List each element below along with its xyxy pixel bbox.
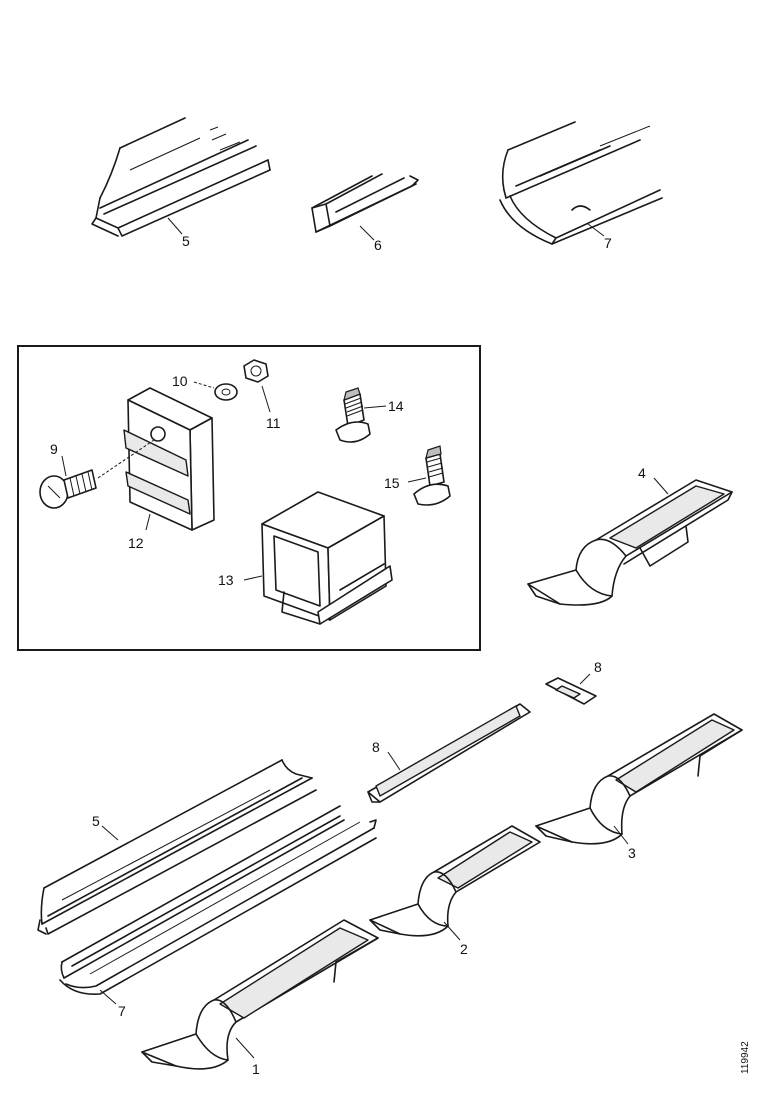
drawing-code: 119942: [740, 1041, 751, 1074]
callout-8-plate: 8: [594, 659, 602, 675]
profile-5-bottom: [37, 759, 317, 935]
leader-3: [613, 825, 629, 845]
hardware-kit-frame: [17, 345, 481, 651]
leader-9-axis: [97, 439, 155, 479]
tray-4: [527, 479, 733, 606]
leader-8-rail: [387, 751, 401, 771]
callout-4: 4: [638, 465, 646, 481]
rail-8: [367, 703, 531, 803]
callout-15: 15: [384, 475, 400, 491]
screw-9: [39, 469, 97, 509]
callout-6-top: 6: [374, 237, 382, 253]
profile-5-top: [91, 117, 271, 237]
plate-8: [545, 677, 597, 705]
callout-8-rail: 8: [372, 739, 380, 755]
leader-7-top: [587, 223, 605, 237]
leader-13: [243, 575, 263, 581]
callout-14: 14: [388, 398, 404, 414]
callout-5-bottom: 5: [92, 813, 100, 829]
tray-1: [141, 919, 379, 1070]
callout-11: 11: [266, 415, 281, 431]
leader-6-top: [359, 225, 375, 241]
screw-14: [335, 387, 371, 443]
leader-14: [363, 405, 387, 409]
leader-10: [193, 381, 215, 389]
callout-7-bottom: 7: [118, 1003, 126, 1019]
washer-10: [214, 383, 238, 401]
leader-5-top: [167, 217, 183, 235]
clamp-block-12: [123, 387, 215, 531]
callout-13: 13: [218, 572, 234, 588]
leader-12: [145, 513, 151, 531]
leader-7-bottom: [99, 989, 117, 1005]
tray-3: [535, 713, 743, 845]
callout-12: 12: [128, 535, 144, 551]
leader-8-plate: [579, 673, 591, 685]
profile-6-top: [311, 173, 419, 233]
leader-15: [407, 477, 427, 483]
leader-2: [443, 921, 461, 941]
leader-5-bottom: [101, 825, 119, 841]
screw-15: [413, 445, 451, 506]
leader-4: [653, 477, 669, 495]
profile-7-top: [499, 121, 663, 245]
callout-1: 1: [252, 1061, 260, 1077]
leader-11: [261, 385, 271, 413]
callout-9: 9: [50, 441, 58, 457]
profile-7-bottom: [59, 805, 377, 996]
callout-5-top: 5: [182, 233, 190, 249]
callout-3: 3: [628, 845, 636, 861]
callout-10: 10: [172, 373, 188, 389]
bracket-13: [261, 491, 393, 625]
leader-9: [61, 455, 67, 477]
callout-7-top: 7: [604, 235, 612, 251]
tray-2: [369, 825, 541, 937]
nut-11: [243, 359, 269, 383]
callout-2: 2: [460, 941, 468, 957]
leader-1: [235, 1037, 255, 1059]
